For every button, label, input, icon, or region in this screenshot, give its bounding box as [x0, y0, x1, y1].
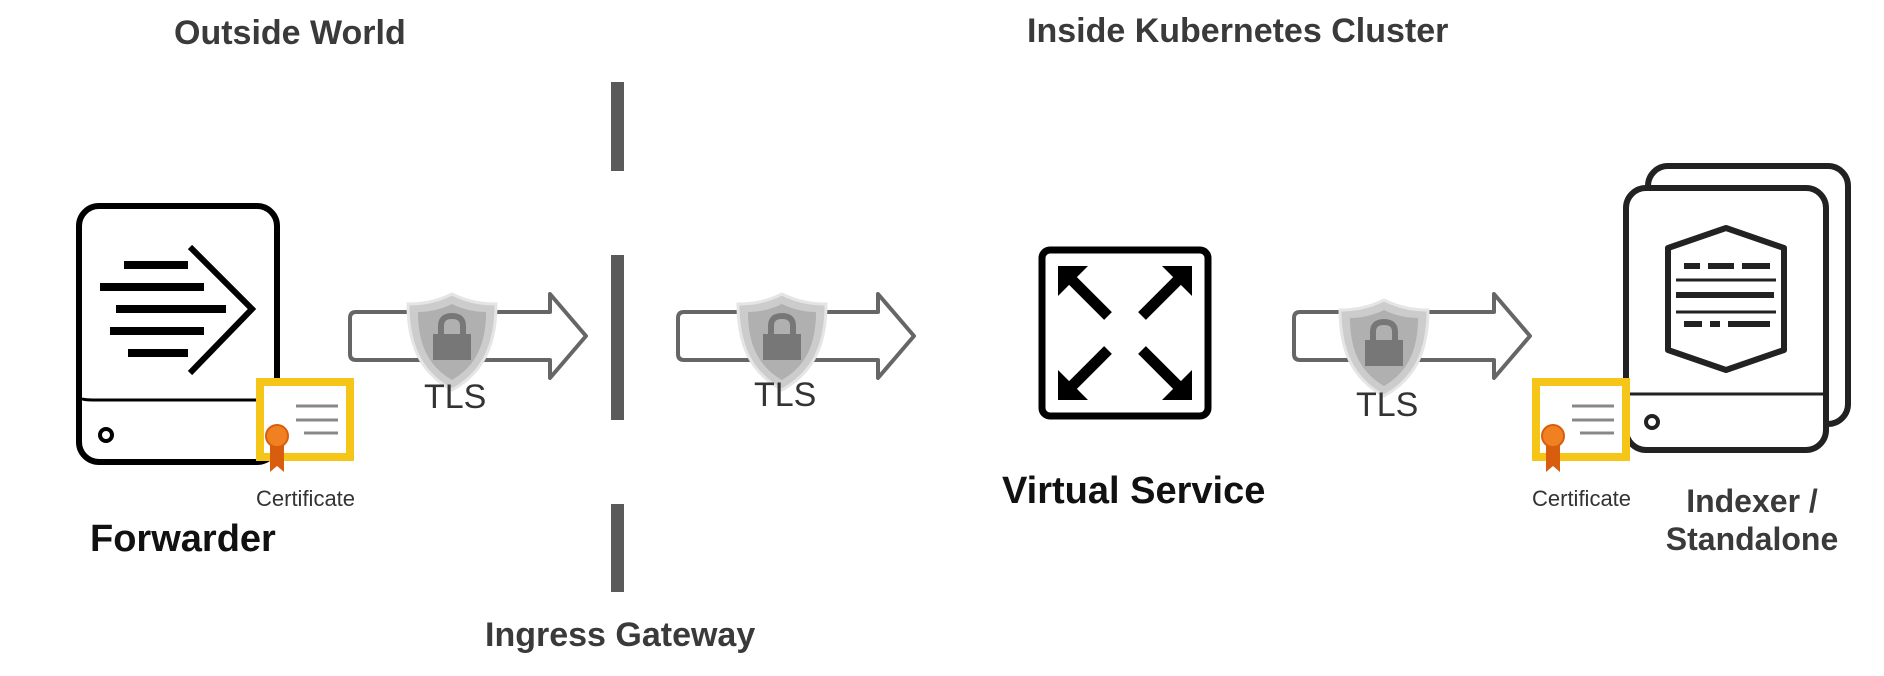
indexer-stack-icon	[1622, 162, 1856, 456]
shield-lock-icon	[1338, 298, 1430, 398]
tls-label-2: TLS	[754, 376, 817, 414]
gateway-divider-middle	[611, 255, 624, 420]
outside-world-heading: Outside World	[174, 14, 406, 52]
expand-arrows-icon	[1038, 246, 1212, 420]
indexer-certificate-icon	[1532, 378, 1632, 474]
indexer-label: Indexer / Standalone	[1660, 482, 1844, 559]
gateway-divider-top	[611, 82, 624, 171]
indexer-certificate-label: Certificate	[1532, 486, 1632, 511]
gateway-divider-bottom	[611, 504, 624, 592]
forwarder-certificate-label: Certificate	[256, 486, 356, 511]
ingress-gateway-label: Ingress Gateway	[485, 616, 756, 654]
forwarder-label: Forwarder	[90, 518, 276, 560]
virtual-service-label: Virtual Service	[1002, 470, 1266, 512]
forwarder-certificate-icon	[256, 378, 356, 474]
tls-label-1: TLS	[424, 378, 487, 416]
tls-label-3: TLS	[1356, 386, 1419, 424]
shield-lock-icon	[736, 292, 828, 392]
indexer-label-line1: Indexer /	[1686, 483, 1818, 519]
shield-lock-icon	[406, 292, 498, 392]
forwarder-server-icon	[76, 203, 280, 465]
indexer-label-line2: Standalone	[1665, 521, 1839, 558]
inside-cluster-heading: Inside Kubernetes Cluster	[1027, 12, 1449, 50]
